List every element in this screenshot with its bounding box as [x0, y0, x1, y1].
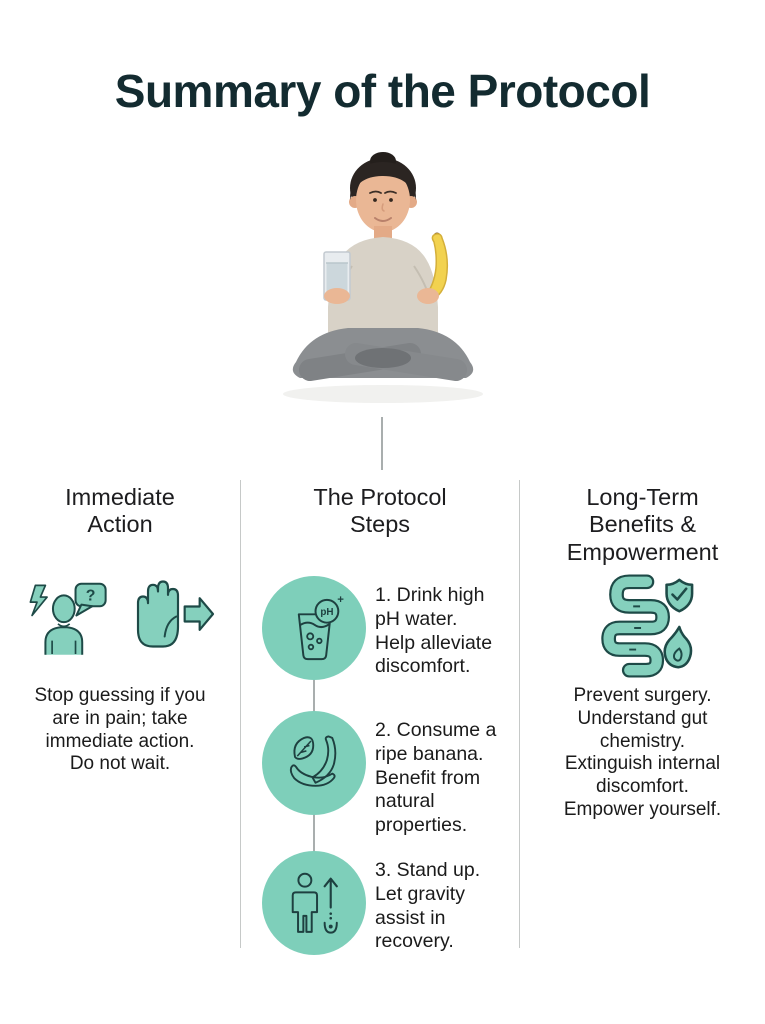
- column-immediate-action: Immediate Action ? Stop: [0, 480, 240, 948]
- step-text: 2. Consume a ripe banana. Benefit from n…: [375, 719, 497, 837]
- protocol-step-1: pH + 1. Drink high pH water. Help allevi…: [262, 576, 515, 680]
- page-title: Summary of the Protocol: [114, 65, 651, 117]
- protocol-step-3: 3. Stand up. Let gravity assist in recov…: [262, 851, 515, 955]
- question-mark-glyph: ?: [86, 587, 96, 604]
- immediate-action-text: Stop guessing if you are in pain; take i…: [34, 685, 206, 775]
- column-protocol-steps: The Protocol Steps pH + 1. Drink hi: [240, 480, 520, 955]
- gut-shield-flame-icon: [600, 574, 693, 678]
- column-header: The Protocol Steps: [313, 484, 447, 538]
- confused-person-icon: ?: [29, 582, 107, 655]
- ph-water-glass-icon: pH +: [297, 594, 344, 661]
- column-header: Immediate Action: [65, 484, 175, 538]
- columns-section: Immediate Action ? Stop: [0, 480, 765, 955]
- banana-icon: [289, 735, 337, 787]
- column-header: Long-Term Benefits & Empowerment: [566, 484, 719, 565]
- column-long-term-benefits: Long-Term Benefits & Empowerment Prevent…: [520, 480, 765, 948]
- ph-label: pH: [320, 607, 333, 618]
- step-circle: pH +: [262, 576, 366, 680]
- banana-prop: [417, 232, 449, 304]
- hero-connector-line: [381, 417, 383, 470]
- step-circle: [262, 711, 366, 815]
- protocol-step-2: 2. Consume a ripe banana. Benefit from n…: [262, 711, 515, 838]
- step-circle: [262, 851, 366, 955]
- immediate-action-icons: ?: [0, 574, 240, 662]
- hero-woman-image: [283, 152, 483, 403]
- water-glass-prop: [323, 251, 351, 304]
- long-term-benefits-text: Prevent surgery. Understand gut chemistr…: [563, 685, 722, 820]
- step-text: 1. Drink high pH water. Help alleviate d…: [375, 584, 493, 678]
- step-text: 3. Stand up. Let gravity assist in recov…: [375, 859, 481, 953]
- stand-up-icon: [291, 872, 338, 934]
- stop-hand-arrow-icon: [136, 580, 215, 648]
- ph-plus-label: +: [337, 594, 344, 606]
